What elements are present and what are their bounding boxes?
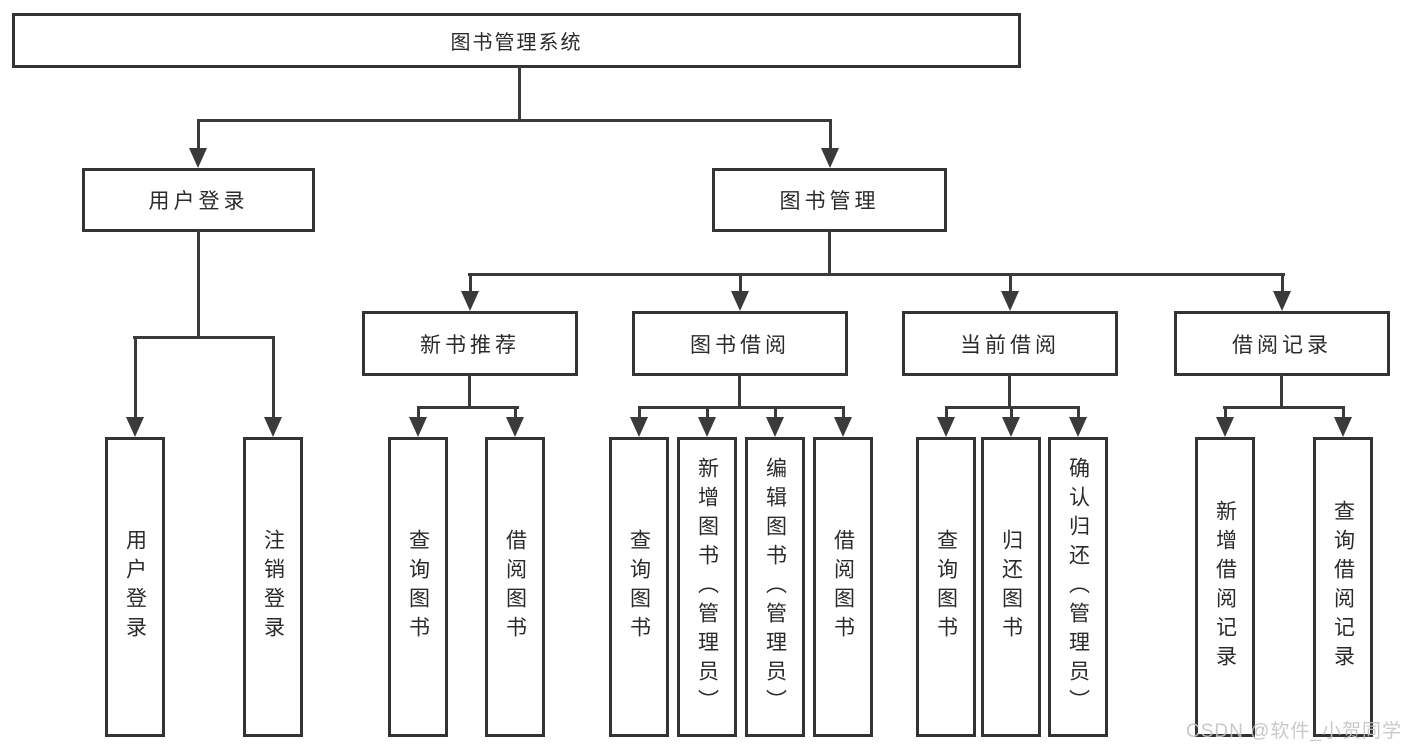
down-arrow — [630, 407, 649, 437]
down-arrow — [1273, 274, 1292, 311]
leaf-query-books-recommend: 查询图书 — [388, 437, 448, 737]
connector-book-borrowing-vline — [738, 374, 741, 409]
leaf-confirm-return-admin-label: 确认归还（管理员） — [1066, 456, 1090, 718]
leaf-query-books-recommend-label: 查询图书 — [406, 529, 430, 645]
connector-level1-hline — [197, 119, 832, 122]
csdn-watermark: CSDN @软件_小贺同学 — [1186, 721, 1402, 742]
leaf-user-login-label: 用户登录 — [123, 529, 147, 645]
leaf-query-borrow-record: 查询借阅记录 — [1313, 437, 1373, 737]
leaf-edit-books-admin-label: 编辑图书（管理员） — [763, 456, 787, 718]
node-new-book-recommendation-label: 新书推荐 — [420, 333, 520, 357]
node-library-system-label: 图书管理系统 — [450, 32, 583, 54]
connector-current-borrowing-vline — [1008, 374, 1011, 409]
leaf-add-borrow-record-label: 新增借阅记录 — [1213, 500, 1237, 674]
leaf-query-books-current-label: 查询图书 — [934, 529, 958, 645]
leaf-borrow-books-label: 借阅图书 — [831, 529, 855, 645]
leaf-borrow-books: 借阅图书 — [813, 437, 873, 737]
leaf-return-books: 归还图书 — [981, 437, 1041, 737]
node-user-login: 用户登录 — [82, 168, 315, 232]
connector-user-login-vline — [197, 230, 200, 339]
node-user-login-label: 用户登录 — [148, 190, 249, 213]
leaf-add-borrow-record: 新增借阅记录 — [1195, 437, 1255, 737]
down-arrow — [126, 337, 145, 437]
connector-borrowing-records-vline — [1280, 374, 1283, 409]
node-current-borrowing-label: 当前借阅 — [960, 333, 1060, 357]
connector-root-vline — [518, 66, 521, 121]
leaf-user-login: 用户登录 — [105, 437, 165, 737]
down-arrow — [1069, 407, 1088, 437]
down-arrow — [821, 119, 840, 168]
connector-book-mgmt-vline — [828, 230, 831, 276]
leaf-query-books-current: 查询图书 — [916, 437, 976, 737]
down-arrow — [834, 407, 853, 437]
connector-level2-hline — [468, 273, 1285, 276]
leaf-query-books-borrowing: 查询图书 — [609, 437, 669, 737]
down-arrow — [1334, 407, 1353, 437]
connector-book-borrowing-hline — [638, 406, 845, 409]
down-arrow — [1216, 407, 1235, 437]
leaf-add-books-admin-label: 新增图书（管理员） — [695, 456, 719, 718]
leaf-return-books-label: 归还图书 — [999, 529, 1023, 645]
leaf-confirm-return-admin: 确认归还（管理员） — [1048, 437, 1108, 737]
down-arrow — [766, 407, 785, 437]
node-book-management-label: 图书管理 — [779, 190, 880, 213]
down-arrow — [506, 407, 525, 437]
leaf-logout: 注销登录 — [243, 437, 303, 737]
node-library-system: 图书管理系统 — [12, 13, 1021, 68]
down-arrow — [1002, 407, 1021, 437]
node-book-borrowing: 图书借阅 — [632, 311, 848, 376]
down-arrow — [698, 407, 717, 437]
node-current-borrowing: 当前借阅 — [902, 311, 1118, 376]
down-arrow — [264, 337, 283, 437]
connector-borrowing-records-hline — [1223, 406, 1345, 409]
leaf-logout-label: 注销登录 — [261, 529, 285, 645]
leaf-borrow-books-recommend: 借阅图书 — [485, 437, 545, 737]
down-arrow — [189, 119, 208, 168]
connector-new-book-vline — [468, 374, 471, 409]
down-arrow — [937, 407, 956, 437]
down-arrow — [461, 274, 480, 311]
node-book-borrowing-label: 图书借阅 — [690, 333, 790, 357]
connector-new-book-hline — [417, 406, 519, 409]
leaf-edit-books-admin: 编辑图书（管理员） — [745, 437, 805, 737]
leaf-query-borrow-record-label: 查询借阅记录 — [1331, 500, 1355, 674]
leaf-add-books-admin: 新增图书（管理员） — [677, 437, 737, 737]
connector-user-login-hline — [133, 336, 275, 339]
node-borrowing-records-label: 借阅记录 — [1232, 333, 1332, 357]
node-book-management: 图书管理 — [712, 168, 947, 232]
leaf-borrow-books-recommend-label: 借阅图书 — [503, 529, 527, 645]
down-arrow — [1001, 274, 1020, 311]
down-arrow — [731, 274, 750, 311]
node-borrowing-records: 借阅记录 — [1174, 311, 1390, 376]
node-new-book-recommendation: 新书推荐 — [362, 311, 578, 376]
leaf-query-books-borrowing-label: 查询图书 — [627, 529, 651, 645]
down-arrow — [409, 407, 428, 437]
